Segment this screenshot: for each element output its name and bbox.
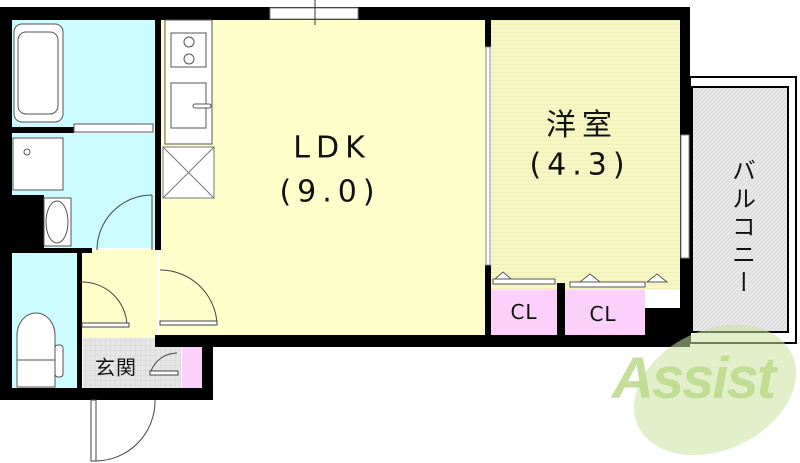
ldk-label: LDK [293,130,371,166]
western-room-label: 洋室 [546,108,618,143]
toilet-icon [16,312,64,388]
kitchen-counter [164,19,213,145]
bathtub-icon [13,23,64,123]
balcony-window [680,134,690,259]
doors [79,194,218,462]
ldk-size: (9.0) [279,174,381,210]
entrance-label: 玄関 [95,355,137,380]
balcony-label: バルコニー [727,158,756,298]
washing-machine-icon [12,137,64,191]
western-room-floor [491,20,680,290]
logo-swoosh [633,324,797,456]
sliding-partition [485,46,491,266]
top-window [269,7,359,20]
closet-1-label: CL [510,300,538,324]
refrigerator-space [162,146,215,199]
shoe-cabinet [182,347,202,388]
western-room-size: (4.3) [529,147,631,183]
balcony [689,76,797,344]
closet-doors [492,271,669,288]
closet-2-label: CL [589,302,617,326]
closet-2 [565,290,645,335]
assist-logo: Assist [612,346,776,411]
closet-1 [491,290,557,335]
vanity-icon [43,197,72,247]
